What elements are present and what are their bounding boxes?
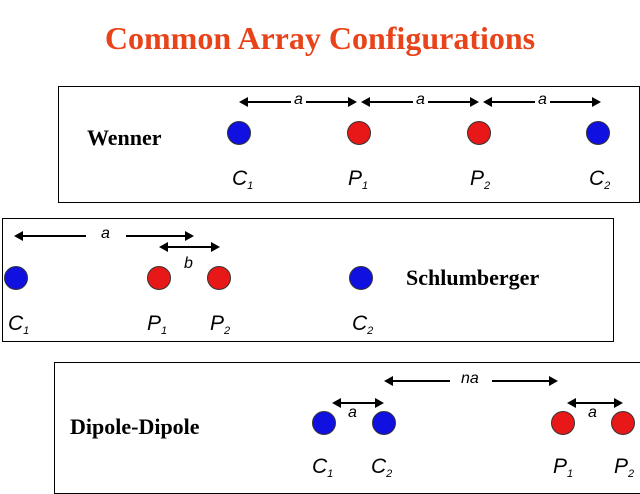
schlumberger-name: Schlumberger xyxy=(406,265,540,290)
dipole-electrode-c2-label: C2 xyxy=(371,455,393,480)
wenner-spacing-label: a xyxy=(291,91,306,109)
wenner-electrode-c1-label: C1 xyxy=(232,167,254,192)
page-title: Common Array Configurations xyxy=(104,20,536,56)
schlumberger-electrode-p2-label: P2 xyxy=(210,312,231,337)
dipole-separation-arrow xyxy=(384,374,454,388)
dipole-potential-arrow xyxy=(567,396,623,410)
wenner-name: Wenner xyxy=(87,125,162,150)
wenner-electrode-p2 xyxy=(467,121,491,145)
schlumberger-outer-label: a xyxy=(98,225,113,243)
dipole-current-label: a xyxy=(348,404,357,421)
wenner-electrode-p1-label: P1 xyxy=(348,167,369,192)
dipole-electrode-p1 xyxy=(551,411,575,435)
dipole-name: Dipole-Dipole xyxy=(70,414,200,439)
schlumberger-electrode-c2-label: C2 xyxy=(352,312,374,337)
wenner-spacing-label: a xyxy=(535,91,550,109)
schlumberger-electrode-p1-label: P1 xyxy=(147,312,168,337)
wenner-electrode-c2 xyxy=(586,121,610,145)
dipole-electrode-p2-label: P2 xyxy=(614,455,635,480)
dipole-current-arrow xyxy=(332,396,384,410)
schlumberger-panel xyxy=(2,218,614,342)
wenner-electrode-p1 xyxy=(347,121,371,145)
dipole-electrode-p2 xyxy=(611,411,635,435)
dipole-potential-label: a xyxy=(588,404,597,421)
schlumberger-electrode-c1-label: C1 xyxy=(8,312,30,337)
schlumberger-electrode-c2 xyxy=(349,266,373,290)
schlumberger-outer-arrow xyxy=(122,229,194,243)
schlumberger-inner-label: b xyxy=(184,255,193,272)
schlumberger-electrode-c1 xyxy=(4,266,28,290)
dipole-electrode-c2 xyxy=(372,411,396,435)
schlumberger-electrode-p2 xyxy=(207,266,231,290)
schlumberger-inner-arrow xyxy=(159,240,220,254)
dipole-electrode-c1-label: C1 xyxy=(312,455,334,480)
schlumberger-electrode-p1 xyxy=(147,266,171,290)
dipole-separation-label: na xyxy=(458,370,482,388)
dipole-separation-arrow xyxy=(488,374,558,388)
dipole-electrode-p1-label: P1 xyxy=(553,455,574,480)
wenner-electrode-c1 xyxy=(227,121,251,145)
wenner-electrode-p2-label: P2 xyxy=(470,167,491,192)
wenner-electrode-c2-label: C2 xyxy=(589,167,611,192)
dipole-panel xyxy=(54,362,640,494)
dipole-electrode-c1 xyxy=(312,411,336,435)
wenner-spacing-label: a xyxy=(413,91,428,109)
schlumberger-outer-arrow xyxy=(14,229,90,243)
